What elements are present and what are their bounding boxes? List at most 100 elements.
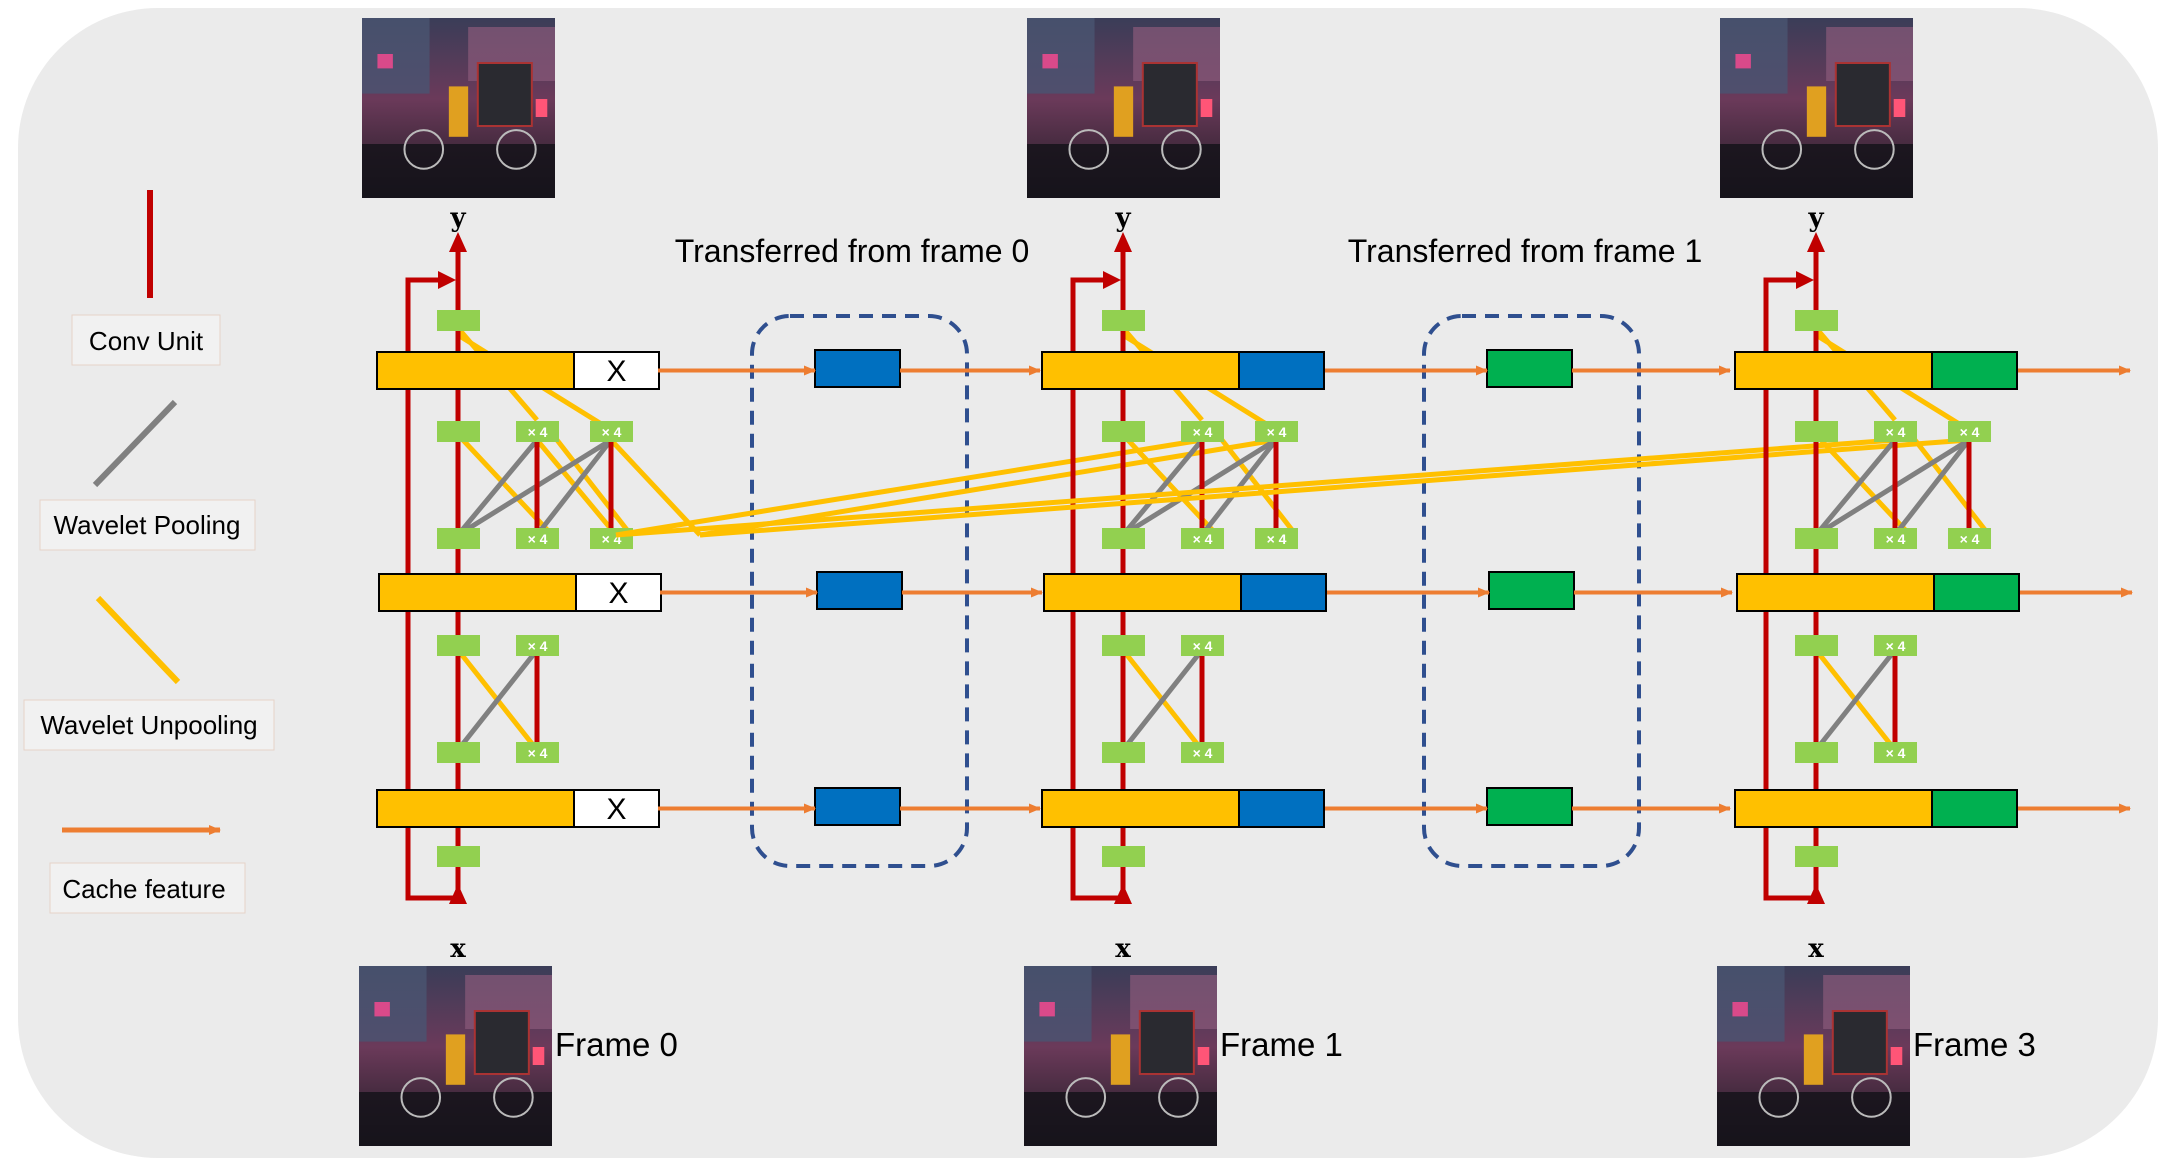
feature-bar (1043, 573, 1242, 612)
conv-unit-legend-label: Conv Unit (89, 326, 204, 356)
conv-block (1102, 310, 1145, 331)
pool-line (535, 438, 613, 537)
input-image-0 (359, 966, 552, 1146)
cache-block (1931, 789, 2018, 828)
frame-network-2: Frame 3 y x × 4 × 4 × 4 × 4 × 4 × 4 (615, 18, 2036, 1146)
input-symbol: x (1808, 934, 1824, 964)
x4-block: × 4 (590, 421, 633, 442)
x4-block: × 4 (1874, 421, 1917, 442)
pool-line (1121, 438, 1204, 537)
conv-block (437, 421, 480, 442)
conv-arrowhead (449, 232, 467, 252)
output-image-2 (1720, 18, 1913, 198)
feature-bar (376, 789, 575, 828)
conv-block (437, 635, 480, 656)
multiplier-label: × 4 (1267, 424, 1287, 440)
transferred-block-f0-bot (814, 787, 901, 826)
conv-block (437, 742, 480, 763)
wavelet-pooling-legend-label: Wavelet Pooling (54, 510, 241, 540)
multiplier-label: × 4 (1886, 531, 1906, 547)
pool-line (1893, 438, 1971, 537)
unpool-line (615, 437, 1896, 538)
cache-block (1933, 573, 2020, 612)
multiplier-label: × 4 (1886, 424, 1906, 440)
conv-block (1795, 742, 1838, 763)
conv-block (437, 528, 480, 549)
conv-block (1795, 846, 1838, 867)
output-symbol: y (1807, 203, 1824, 233)
multiplier-label: × 4 (1960, 531, 1980, 547)
input-symbol: x (1115, 934, 1131, 964)
x4-block: × 4 (516, 528, 559, 549)
frame-label-1: Frame 1 (1220, 1026, 1343, 1063)
x4-block: × 4 (1874, 742, 1917, 763)
multiplier-label: × 4 (1193, 424, 1213, 440)
transferred-block-f0-top (814, 349, 901, 388)
cache-empty-label: X (606, 355, 626, 388)
unpool-line (555, 438, 633, 537)
feature-bar (1041, 351, 1240, 390)
cache-block (1931, 351, 2018, 390)
feature-bar (376, 351, 575, 390)
x4-block: × 4 (1948, 421, 1991, 442)
conv-arrowhead (1114, 232, 1132, 252)
x4-block: × 4 (1874, 528, 1917, 549)
x4-block: × 4 (1948, 528, 1991, 549)
cache-block (573, 351, 660, 390)
cache-block (1240, 573, 1327, 612)
conv-block (1795, 310, 1838, 331)
pool-line (456, 438, 539, 537)
conv-arrowhead (1796, 271, 1814, 289)
multiplier-label: × 4 (1267, 531, 1287, 547)
unpool-line (615, 437, 1203, 538)
frame-label-2: Frame 3 (1913, 1026, 2036, 1063)
multiplier-label: × 4 (1960, 424, 1980, 440)
cache-block (575, 573, 662, 612)
output-symbol: y (1114, 203, 1131, 233)
unpool-line (1913, 438, 1991, 537)
feature-bar (378, 573, 577, 612)
frame-label-0: Frame 0 (555, 1026, 678, 1063)
transfer-box-0 (750, 314, 969, 868)
transfer-label-0: Transferred from frame 0 (675, 233, 1029, 269)
unpool-line (699, 437, 1970, 538)
multiplier-label: × 4 (1193, 638, 1213, 654)
output-symbol: y (449, 203, 466, 233)
cache-arrows (658, 365, 2133, 814)
multiplier-label: × 4 (528, 638, 548, 654)
cache-empty-label: X (608, 577, 628, 610)
x4-block: × 4 (1255, 421, 1298, 442)
conv-block (1102, 421, 1145, 442)
input-image-1 (1024, 966, 1217, 1146)
conv-block (1102, 635, 1145, 656)
multiplier-label: × 4 (528, 745, 548, 761)
x4-block: × 4 (1255, 528, 1298, 549)
conv-block (437, 846, 480, 867)
multiplier-label: × 4 (1886, 638, 1906, 654)
conv-block (1102, 742, 1145, 763)
x4-block: × 4 (1181, 528, 1224, 549)
wavelet-pooling-legend-line (92, 399, 178, 488)
output-image-1 (1027, 18, 1220, 198)
input-symbol: x (450, 934, 466, 964)
output-image-0 (362, 18, 555, 198)
multiplier-label: × 4 (1193, 745, 1213, 761)
conv-block (1795, 421, 1838, 442)
conv-arrowhead (438, 271, 456, 289)
x4-block: × 4 (1181, 635, 1224, 656)
cache-empty-label: X (606, 793, 626, 826)
feature-bar (1734, 351, 1933, 390)
x4-block: × 4 (516, 635, 559, 656)
conv-block (1102, 528, 1145, 549)
multiplier-label: × 4 (602, 424, 622, 440)
transfer-label-1: Transferred from frame 1 (1348, 233, 1702, 269)
multiplier-label: × 4 (528, 531, 548, 547)
x4-block: × 4 (516, 421, 559, 442)
transferred-block-f1-mid (1488, 571, 1575, 610)
x4-block: × 4 (1874, 635, 1917, 656)
conv-arrowhead (1807, 232, 1825, 252)
cache-block (1238, 789, 1325, 828)
